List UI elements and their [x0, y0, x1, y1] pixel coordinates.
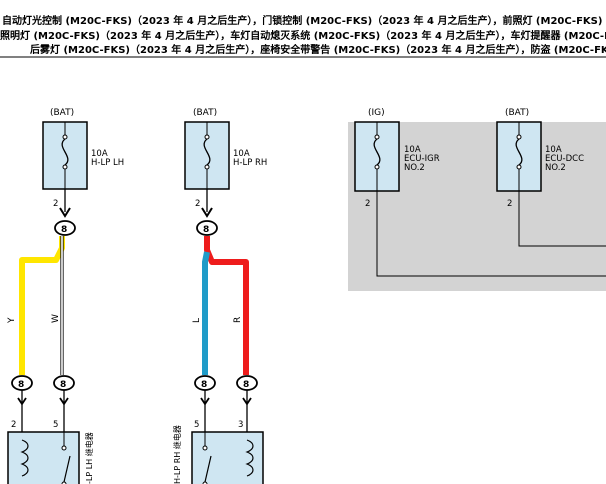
wire-ecu-dcc-output: [518, 191, 606, 247]
header-line-2: 照明灯 (M20C-FKS)（2023 年 4 月之后生产），车灯自动熄灭系统 …: [0, 31, 606, 42]
relay-lh-pin-right: 5: [53, 420, 58, 430]
fuse-amp-label: 10A: [91, 149, 108, 159]
arrow-down-icon: [242, 397, 252, 406]
fuse-source-label: (BAT): [50, 108, 74, 118]
fuse-symbol: [61, 138, 69, 166]
fuse-out-pin: 2: [53, 199, 58, 209]
wire-label-w: W: [51, 314, 61, 323]
fuse-symbol: [515, 138, 523, 166]
fuse-source-label: (BAT): [505, 108, 529, 118]
header-line-1: 自动灯光控制 (M20C-FKS)（2023 年 4 月之后生产），门锁控制 (…: [2, 16, 606, 27]
fuse-name2-label: NO.2: [545, 163, 566, 173]
header-line-3: 后雾灯 (M20C-FKS)（2023 年 4 月之后生产），座椅安全带警告 (…: [30, 45, 606, 56]
wire-red: [204, 236, 249, 375]
fuse-h-lp-lh: (BAT) 10A H-LP LH 2: [42, 108, 124, 209]
fuse-out-pin: 2: [365, 199, 370, 209]
connector-bottom-1-pin: 8: [18, 380, 24, 390]
wire-yellow: [19, 236, 65, 375]
relay-rh-pin-right: 3: [238, 420, 243, 430]
relay-lh-pin-left: 2: [11, 420, 16, 430]
connector-top-rh-pin: 8: [203, 225, 209, 235]
relay-lh: H-LP LH 继电器: [7, 431, 94, 484]
rh-branch: 8 L R 8 8 5 3: [192, 189, 258, 432]
wire-label-l: L: [192, 318, 202, 323]
connector-bottom-2-pin: 8: [60, 380, 66, 390]
fuse-amp-label: 10A: [233, 149, 250, 159]
fuse-symbol: [203, 138, 211, 166]
fuse-h-lp-rh: (BAT) 10A H-LP RH 2: [184, 108, 267, 209]
wire-blue: [202, 251, 210, 375]
connector-bottom-4-pin: 8: [243, 380, 249, 390]
fuse-ecu-dcc-no2: (BAT) 10A ECU-DCC NO.2 2: [496, 108, 584, 209]
arrow-down-icon: [59, 397, 69, 406]
arrow-down-icon: [17, 397, 27, 406]
connector-bottom-3-pin: 8: [201, 380, 207, 390]
fuse-source-label: (IG): [368, 108, 385, 118]
connector-top-lh-pin: 8: [61, 225, 67, 235]
fuse-out-pin: 2: [195, 199, 200, 209]
wire-label-y: Y: [7, 317, 17, 324]
relay-box: [191, 431, 264, 484]
wire-ecu-igr-output: [376, 191, 606, 277]
fuse-name2-label: NO.2: [404, 163, 425, 173]
lh-branch: 8 Y W 8 8 2 5: [7, 189, 76, 432]
arrow-down-icon: [200, 397, 210, 406]
fuse-out-pin: 2: [507, 199, 512, 209]
fuse-name-label: H-LP RH: [233, 158, 267, 168]
fuse-amp-label: 10A: [545, 145, 562, 155]
coil-icon: [245, 439, 254, 477]
relay-rh: H-LP RH 继电器: [172, 425, 264, 484]
relay-box: [7, 431, 80, 484]
fuse-source-label: (BAT): [193, 108, 217, 118]
connector-top-rh: [196, 220, 218, 236]
relay-lh-label: H-LP LH 继电器: [84, 432, 94, 484]
fuse-name-label: ECU-IGR: [404, 154, 440, 164]
fuse-name-label: H-LP LH: [91, 158, 124, 168]
switch-contact: [204, 455, 212, 483]
fuse-amp-label: 10A: [404, 145, 421, 155]
wire-label-r: R: [233, 317, 243, 323]
connector-top-lh: [54, 220, 76, 236]
switch-contact: [63, 455, 71, 483]
relay-rh-label: H-LP RH 继电器: [172, 425, 182, 484]
fuse-name-label: ECU-DCC: [545, 154, 584, 164]
fuse-symbol: [373, 138, 381, 166]
fuse-ecu-igr-no2: (IG) 10A ECU-IGR NO.2 2: [354, 108, 440, 209]
arrow-down-icon: [59, 207, 71, 218]
arrow-down-icon: [201, 207, 213, 218]
relay-rh-pin-left: 5: [194, 420, 199, 430]
coil-icon: [20, 439, 29, 477]
